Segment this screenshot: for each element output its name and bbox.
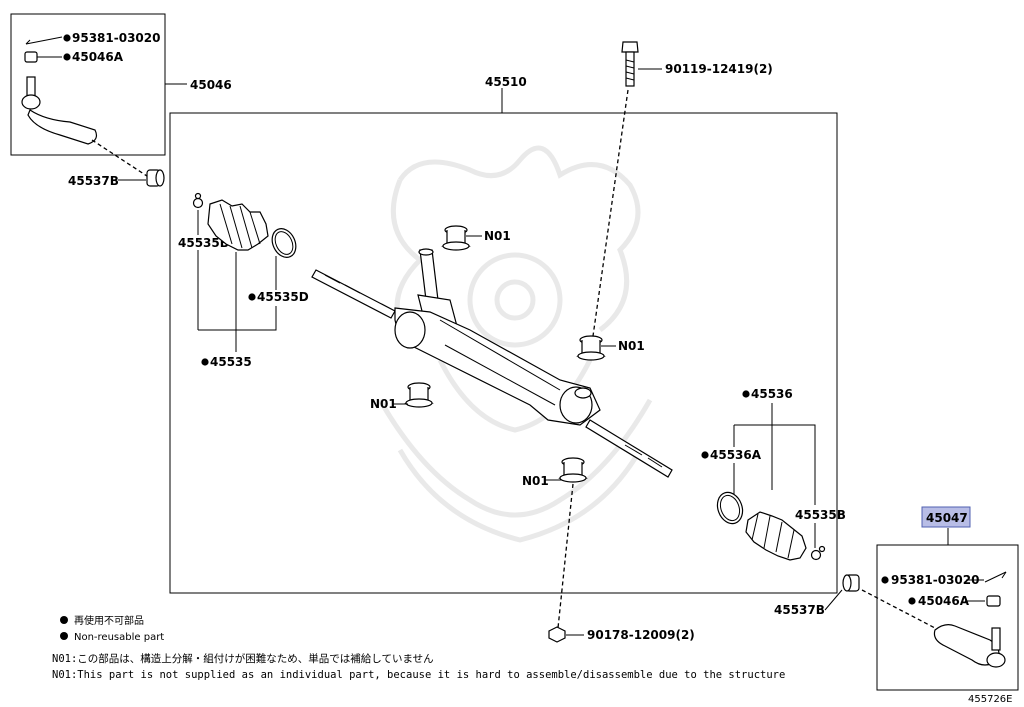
callout-45535d[interactable]: 45535D: [257, 290, 309, 304]
cotter-pin-icon-right: [984, 571, 1007, 583]
non-reusable-dot-icon: [742, 390, 750, 398]
tie-rod-end-left-icon: [21, 76, 98, 145]
bushing-icon-n01-a: [441, 225, 471, 251]
boot-clip-icon-left: [192, 192, 204, 209]
boot-clamp-ring-left-icon: [271, 228, 297, 258]
callout-95381-right[interactable]: 95381-03020: [891, 573, 979, 587]
bolt-icon-top: [621, 41, 639, 87]
callout-45046a-left[interactable]: 45046A: [72, 50, 124, 64]
rack-boot-left-icon: [207, 199, 269, 251]
bushing-icon-n01-d: [558, 457, 588, 483]
non-reusable-dot-icon: [701, 451, 709, 459]
rack-boot-right-icon: [745, 511, 807, 561]
tie-rod-end-right-icon: [933, 624, 1006, 668]
non-reusable-dot-icon: [201, 358, 209, 366]
callout-45536a[interactable]: 45536A: [710, 448, 762, 462]
bushing-icon-n01-b: [576, 335, 606, 361]
non-reusable-dot-icon: [248, 293, 256, 301]
boot-clip-icon-right: [810, 545, 826, 561]
legend-dot-icon: [60, 616, 68, 624]
lock-nut-icon-right: [842, 574, 860, 592]
lock-nut-icon-left: [146, 169, 165, 187]
dash-leader-bottom-bolt: [557, 483, 574, 629]
nut-icon-bottom: [548, 626, 566, 643]
legend-en: Non-reusable part: [74, 632, 164, 643]
callout-45535b-left[interactable]: 45535B: [178, 236, 229, 250]
non-reusable-dot-icon: [63, 53, 71, 61]
callout-45510[interactable]: 45510: [485, 75, 527, 89]
callout-n01-d[interactable]: N01: [522, 474, 549, 488]
diagram-id: 455726E: [968, 694, 1013, 705]
assembly-frame-45510: [169, 112, 838, 594]
bushing-icon-n01-c: [404, 382, 434, 408]
callout-45537b-left[interactable]: 45537B: [68, 174, 119, 188]
callout-bolt-top[interactable]: 90119-12419(2): [665, 62, 773, 76]
callout-45536[interactable]: 45536: [751, 387, 793, 401]
callout-bolt-bottom[interactable]: 90178-12009(2): [587, 628, 695, 642]
non-reusable-dot-icon: [881, 576, 889, 584]
highlight-45047: [921, 506, 971, 528]
callout-45535[interactable]: 45535: [210, 355, 252, 369]
non-reusable-dot-icon: [63, 34, 71, 42]
callout-45046[interactable]: 45046: [190, 78, 232, 92]
note-n01-en: N01:This part is not supplied as an indi…: [52, 669, 785, 681]
steering-rack-body-icon: [311, 248, 673, 478]
non-reusable-dot-icon: [908, 597, 916, 605]
boot-clamp-ring-right-icon: [716, 491, 744, 525]
cotter-pin-icon-left: [25, 36, 63, 45]
callout-45535b-right[interactable]: 45535B: [795, 508, 846, 522]
tie-rod-box-right: [876, 544, 1019, 691]
legend-dot-icon: [60, 632, 68, 640]
callout-n01-c[interactable]: N01: [370, 397, 397, 411]
note-n01-jp: N01:この部品は、構造上分解・組付けが困難なため、単品では補給していません: [52, 652, 434, 665]
legend-jp: 再使用不可部品: [74, 614, 144, 627]
dash-leader-left: [91, 139, 151, 179]
callout-n01-a[interactable]: N01: [484, 229, 511, 243]
callout-95381-left[interactable]: 95381-03020: [72, 31, 160, 45]
callout-n01-b[interactable]: N01: [618, 339, 645, 353]
castle-nut-icon-right: [986, 595, 1001, 607]
callout-45537b-right[interactable]: 45537B: [774, 603, 825, 617]
callout-45047[interactable]: 45047: [926, 511, 968, 525]
callout-45046a-right[interactable]: 45046A: [918, 594, 970, 608]
castle-nut-icon-left: [24, 51, 62, 63]
